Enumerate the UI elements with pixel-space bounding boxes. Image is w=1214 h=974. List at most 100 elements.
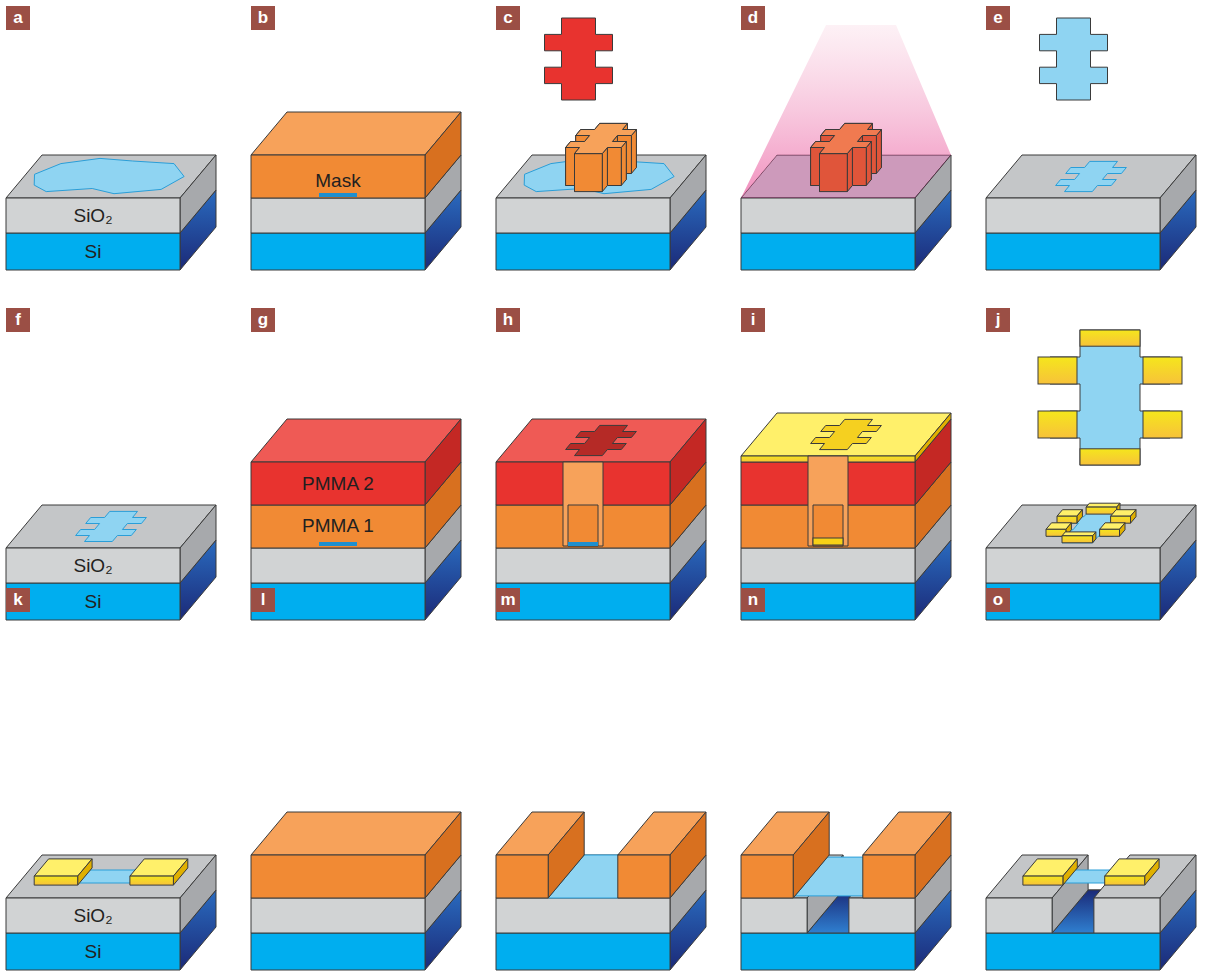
si-layer [6,233,180,270]
graphene-cross [76,511,147,541]
sio2-layer [1160,505,1196,583]
sio2-layer [741,198,915,233]
pmma-cross [631,130,636,174]
gold-pad [1105,876,1145,885]
panel-letter: o [986,588,1010,612]
gold-contact [813,538,843,545]
pmma2-layer [670,419,706,505]
pmma2-layer [251,419,461,462]
sio2-layer [251,548,425,583]
si-layer [6,933,180,970]
gold-film [915,413,951,462]
gold-pad [1023,876,1063,885]
graphene-flake [34,158,184,193]
sio2-layer [6,898,180,933]
pmma-cross [847,148,852,192]
sio2-layer [6,855,216,898]
si-layer [251,583,425,620]
gold-pad [1086,507,1117,514]
pmma-block [496,855,548,898]
panel-letter: l [251,588,275,612]
sio2-layer [741,898,807,933]
si-layer [986,933,1160,970]
pmma-cross [820,154,848,192]
sio2-layer [986,548,1160,583]
gold-pad [1111,516,1131,523]
pmma-cross [876,130,881,174]
sio2-layer [251,198,425,233]
gold-pad [34,876,77,885]
pmma-cross [866,142,871,186]
sio2-layer [180,155,216,233]
gold-film [741,413,951,456]
gold-pad [1120,523,1126,537]
resist-trench [813,505,843,546]
sio2-layer [670,155,706,233]
gold-pad-flat [1080,330,1140,346]
pmma2-layer [425,419,461,505]
pmma-layer [425,112,461,198]
resist-trench [568,505,598,546]
si-layer [6,583,180,620]
pmma-block [793,812,829,898]
pmma-block [618,855,670,898]
panel-letter: b [251,6,275,30]
layer-label: Mask [315,171,360,191]
pmma-layer [425,812,461,898]
sio2-layer [496,198,670,233]
pmma1-layer [741,505,915,548]
sio2-layer [6,155,216,198]
pmma1-layer [251,505,425,548]
pmma-cross [621,142,626,186]
graphene-mask [568,542,598,546]
graphene-mask [319,542,357,546]
pmma2-layer [251,462,425,505]
gold-pad [78,859,92,885]
pmma-layer [251,855,425,898]
sio2-layer [6,198,180,233]
graphene-mask [319,193,357,197]
pmma-block [548,812,584,898]
gold-pad [130,876,174,885]
si-layer [251,233,425,270]
layer-label: Si [85,942,102,962]
si-layer [496,233,670,270]
gold-pad [1057,516,1077,523]
panel-letter: e [986,6,1010,30]
sio2-layer [986,898,1052,933]
panel-letter: d [741,6,765,30]
pmma-block [741,855,793,898]
panel-letter: i [741,308,765,332]
graphene-cross-flat [1050,330,1170,465]
panel-letter: c [496,6,520,30]
si-layer [496,933,670,970]
resist-opening [566,425,637,455]
pmma2-layer [496,419,706,462]
gold-pad [1062,532,1096,536]
pmma-cross [811,123,882,153]
pmma-layer [251,155,425,198]
si-layer [986,233,1160,270]
pmma-cross [602,148,607,192]
si-layer [496,583,670,620]
gold-pad [173,859,187,885]
panel-letter: k [6,588,30,612]
resist-trench [563,462,603,546]
gold-opening [811,419,882,449]
pmma-block [915,812,951,898]
gold-pad-flat [1143,357,1182,384]
sio2-layer [1094,898,1160,933]
si-layer [741,583,915,620]
layer-label: SiO₂ [73,556,112,576]
sio2-layer [496,898,670,933]
panel-letter: j [986,308,1010,332]
sio2-layer [986,198,1160,233]
sio2-layer [496,548,670,583]
layer-label: PMMA 2 [302,474,374,494]
layer-label: SiO₂ [73,206,112,226]
si-layer [251,933,425,970]
panel-letter: n [741,588,765,612]
gold-pad-flat [1143,411,1182,438]
gold-pad-flat [1080,449,1140,465]
sio2-layer [6,505,216,548]
